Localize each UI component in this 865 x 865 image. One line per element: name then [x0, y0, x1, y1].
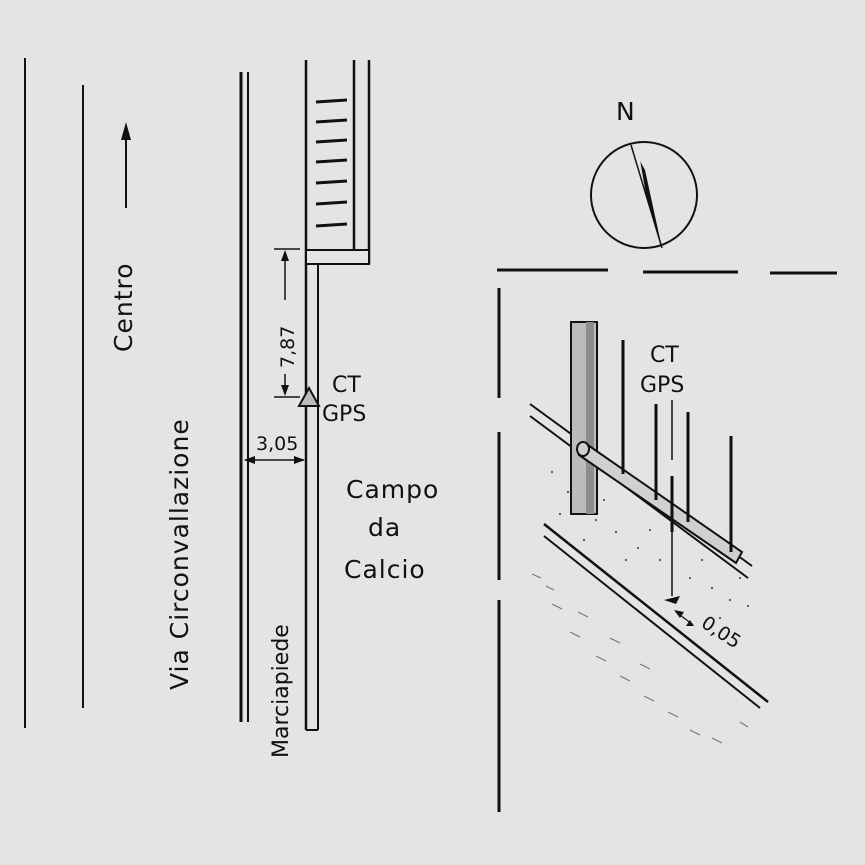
- compass: N: [590, 97, 698, 249]
- detail-dimension: [674, 610, 694, 626]
- bleacher-seats: [315, 98, 348, 228]
- field-label-line-2: da: [368, 513, 401, 542]
- road-label: Via Circonvallazione: [165, 418, 194, 690]
- dimension-vertical: [274, 248, 300, 398]
- bleachers: [305, 60, 371, 265]
- detail-rail: [577, 441, 744, 565]
- dimension-horizontal-label: 3,05: [256, 433, 298, 455]
- grass-texture: [531, 573, 749, 744]
- compass-circle: [590, 141, 698, 249]
- centro-label: Centro: [109, 262, 138, 352]
- detail-sketch: 0,05 CT GPS: [529, 321, 769, 744]
- centro-arrow: [121, 122, 131, 208]
- detail-frame: [497, 268, 837, 812]
- plan-marker-label-ct: CT: [332, 373, 361, 398]
- compass-north-label: N: [616, 97, 636, 126]
- dimension-vertical-label: 7,87: [277, 326, 299, 368]
- bleachers-base: [305, 249, 370, 265]
- sidewalk-label: Marciapiede: [269, 624, 294, 758]
- detail-curb-lower-2: [543, 535, 761, 709]
- field-label-line-1: Campo: [346, 475, 439, 504]
- gps-marker-triangle: [297, 385, 321, 407]
- detail-gps-stake: [664, 400, 680, 604]
- field-label-line-3: Calcio: [344, 555, 426, 584]
- detail-fence-posts: [621, 340, 733, 552]
- ground-texture: [550, 470, 750, 620]
- plan-marker-label-gps: GPS: [322, 402, 366, 427]
- detail-curb-lower: [543, 523, 769, 703]
- detail-marker-label-ct: CT: [650, 343, 679, 368]
- dimension-horizontal: [244, 456, 305, 464]
- detail-marker-label-gps: GPS: [640, 373, 684, 398]
